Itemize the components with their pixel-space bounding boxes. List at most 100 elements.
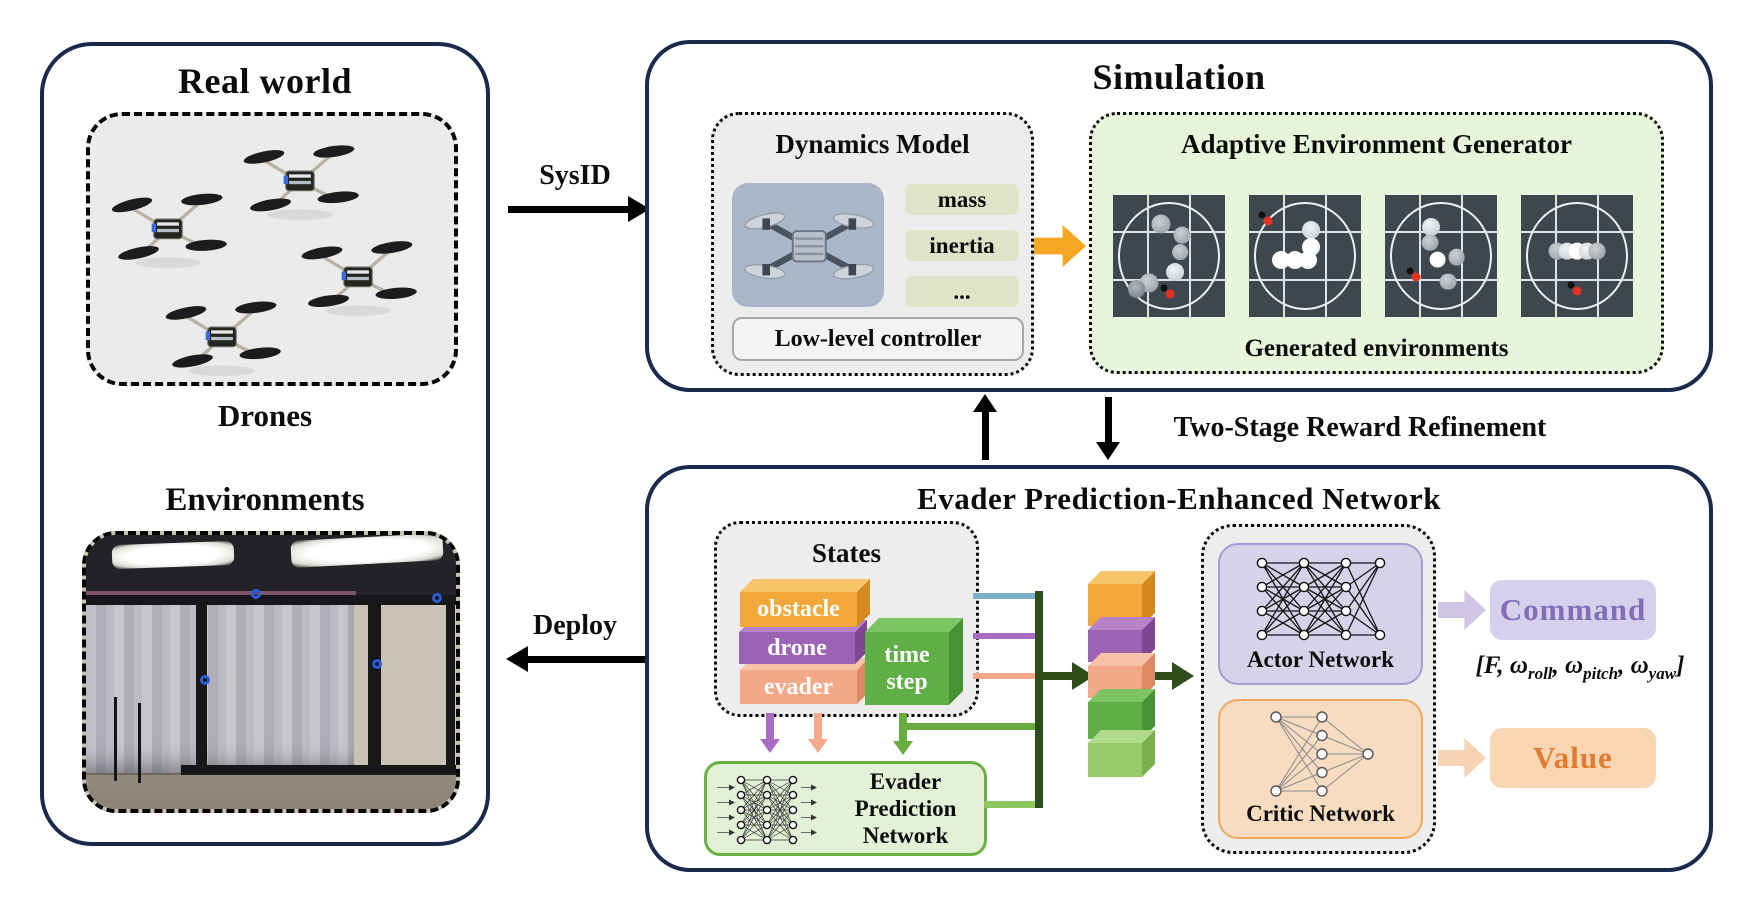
obstacle-dot: [1429, 251, 1447, 269]
drone-photo-icon: [243, 145, 359, 221]
evader-state-block: evader: [740, 670, 857, 704]
truss-post-corner: [446, 601, 455, 769]
photo-curtain: [86, 601, 354, 775]
obstacle-feature-line: [973, 593, 1037, 599]
environments-photo: [82, 531, 460, 813]
truss-beam-bottom: [181, 765, 456, 775]
evader-dot: [1406, 267, 1421, 282]
obstacle-dot: [1127, 279, 1146, 298]
command-box: Command: [1490, 580, 1656, 640]
generated-environment-3: [1385, 195, 1497, 317]
evader-dot: [1160, 284, 1175, 299]
environments-caption: Environments: [165, 482, 365, 518]
simulation-panel: Simulation Dynamics Model: [645, 40, 1713, 392]
feature-cube-stack: [1086, 570, 1156, 790]
param-more: ...: [905, 276, 1019, 307]
real-world-panel: Real world: [40, 42, 490, 846]
obstacle-dot: [1172, 244, 1189, 261]
drone-feature-line: [973, 633, 1037, 639]
critic-label: Critic Network: [1246, 801, 1395, 826]
timestep-to-epn-arrowhead-icon: [893, 741, 913, 755]
evader-to-epn-arrow: [814, 713, 822, 741]
truss-beam-top: [86, 595, 456, 605]
command-formula: [F, ωroll, ωpitch, ωyaw]: [1475, 652, 1685, 683]
real-world-title: Real world: [178, 61, 352, 101]
ceiling-light: [111, 540, 235, 570]
simulation-title: Simulation: [1092, 57, 1266, 97]
obstacle-dot: [1439, 273, 1457, 291]
truss-post-left: [196, 595, 207, 775]
drone-state-block: drone: [739, 632, 855, 664]
drones-caption: Drones: [217, 398, 313, 433]
drone-to-epn-arrowhead-icon: [760, 739, 780, 753]
actor-network-card: Actor Network: [1218, 543, 1423, 685]
mocap-camera-marker: [372, 659, 382, 669]
actor-neural-net-icon: [1256, 557, 1385, 641]
mic-stand: [138, 703, 141, 783]
obstacle-dot: [1151, 214, 1171, 234]
param-inertia: inertia: [905, 230, 1019, 261]
deploy-label: Deploy: [533, 610, 617, 641]
reward-up-arrowhead-icon: [973, 394, 997, 412]
obstacle-dot: [1421, 217, 1440, 236]
reward-down-arrow: [1105, 397, 1112, 444]
sim-drone-icon: [744, 212, 875, 280]
drone-photo-icon: [301, 241, 417, 317]
network-title: Evader Prediction-Enhanced Network: [917, 481, 1441, 516]
timestep-feature-line: [903, 723, 1039, 730]
feature-concat-bracket: [1035, 591, 1043, 808]
obstacle-dot: [1448, 248, 1466, 266]
stack-to-network-arrow: [1148, 672, 1174, 680]
generated-environment-1: [1113, 195, 1225, 317]
truss-post-right: [368, 595, 381, 773]
value-box: Value: [1490, 728, 1656, 788]
obstacle-state-block: obstacle: [740, 592, 857, 627]
states-title: States: [812, 538, 881, 568]
deploy-arrow: [528, 656, 645, 663]
critic-network-card: Critic Network: [1218, 699, 1423, 839]
obstacle-dot: [1299, 250, 1318, 269]
drone-to-epn-arrow: [766, 713, 774, 741]
timestep-to-epn-arrow: [899, 713, 907, 743]
deploy-arrowhead-icon: [506, 646, 528, 672]
epn-neural-net-icon: [717, 775, 817, 845]
sysid-arrow: [508, 206, 630, 213]
dynamics-model-title: Dynamics Model: [775, 129, 970, 159]
adaptive-environment-generator-box: Adaptive Environment Generator Generated…: [1089, 112, 1664, 374]
feature-cube: [1088, 743, 1142, 777]
photo-floor: [86, 773, 456, 809]
obstacle-dot: [1165, 262, 1184, 281]
sysid-arrowhead-icon: [628, 196, 650, 222]
generator-title: Adaptive Environment Generator: [1181, 129, 1572, 159]
evader-dot: [1567, 281, 1582, 296]
obstacle-dot: [1421, 234, 1439, 251]
evader-network-panel: Evader Prediction-Enhanced Network State…: [645, 465, 1713, 872]
reward-up-arrow: [982, 410, 989, 460]
mic-stand: [114, 697, 117, 781]
critic-neural-net-icon: [1269, 711, 1374, 797]
actor-label: Actor Network: [1246, 647, 1395, 672]
reward-down-arrowhead-icon: [1096, 442, 1120, 460]
sim-drone-image: [732, 183, 884, 307]
dynamics-model-box: Dynamics Model mass iner: [711, 112, 1034, 376]
obstacle-dot: [1285, 250, 1304, 269]
mocap-camera-marker: [200, 675, 210, 685]
actor-critic-box: Actor Network Critic Network: [1201, 524, 1436, 854]
obstacle-dot: [1174, 226, 1191, 244]
obstacle-dot: [1272, 250, 1291, 269]
evader-feature-line: [973, 673, 1037, 679]
generated-environment-4: [1521, 195, 1633, 317]
mocap-camera-marker: [432, 593, 442, 603]
two-stage-label: Two-Stage Reward Refinement: [1173, 412, 1547, 443]
drones-photo: [86, 112, 458, 386]
stack-arrowhead-icon: [1172, 662, 1194, 690]
prediction-feature-line: [984, 801, 1037, 808]
param-mass: mass: [905, 184, 1019, 215]
obstacle-dot: [1588, 242, 1606, 260]
mocap-camera-marker: [251, 589, 261, 599]
drone-photo-icon: [111, 193, 227, 269]
